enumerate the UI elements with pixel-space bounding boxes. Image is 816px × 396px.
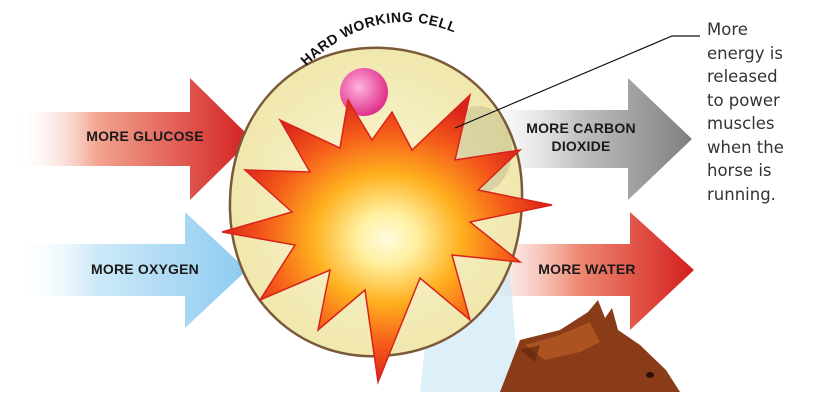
annotation-line: to power [707, 89, 811, 113]
annotation-line: horse is [707, 159, 811, 183]
annotation-line: released [707, 65, 811, 89]
carbon-dioxide-label-line2: DIOXIDE [508, 137, 654, 155]
carbon-dioxide-label-line1: MORE CARBON [508, 119, 654, 137]
annotation-line: running. [707, 183, 811, 207]
energy-annotation: More energy is released to power muscles… [707, 18, 811, 206]
oxygen-label: MORE OXYGEN [60, 260, 230, 278]
annotation-line: muscles [707, 112, 811, 136]
annotation-line: More [707, 18, 811, 42]
water-label: MORE WATER [512, 260, 662, 278]
annotation-line: when the [707, 136, 811, 160]
carbon-dioxide-label: MORE CARBON DIOXIDE [508, 119, 654, 155]
glucose-label: MORE GLUCOSE [60, 127, 230, 145]
horse-illustration [500, 300, 680, 392]
annotation-line: energy is [707, 42, 811, 66]
